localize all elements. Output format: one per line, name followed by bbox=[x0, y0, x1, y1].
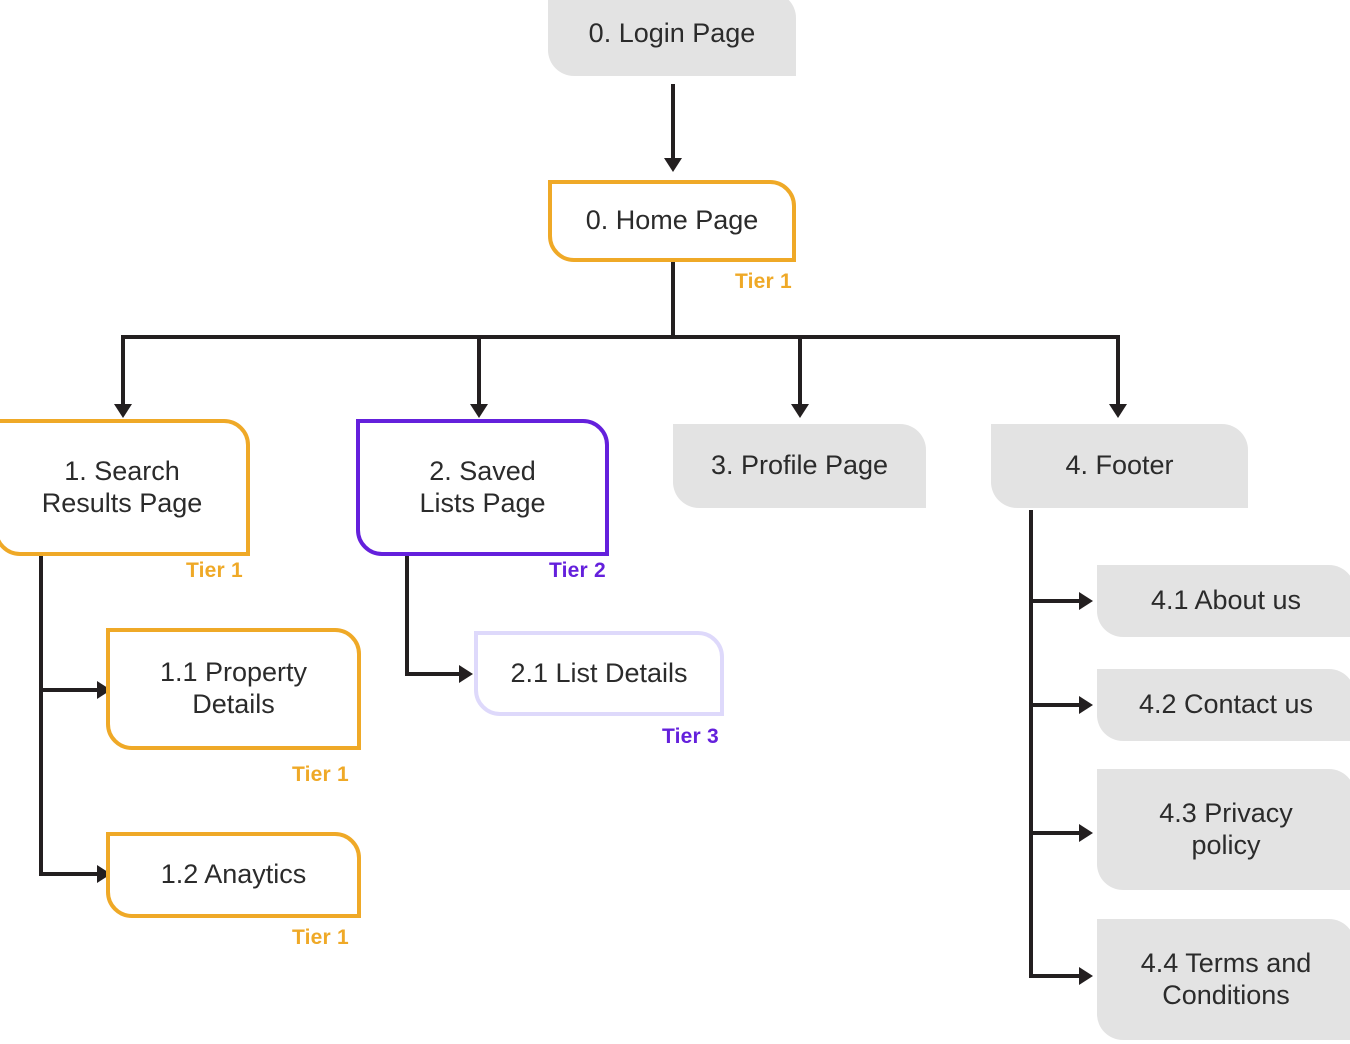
connector-home-stem bbox=[671, 262, 675, 339]
connector-bus-to-footer bbox=[1116, 335, 1120, 408]
node-about-us[interactable]: 4.1 About us bbox=[1097, 565, 1350, 637]
node-privacy-policy[interactable]: 4.3 Privacy policy bbox=[1097, 769, 1350, 890]
node-saved-lists-page-label: 2. Saved Lists Page bbox=[419, 455, 546, 518]
connector-bus-to-profile bbox=[798, 335, 802, 408]
connector-bus-to-saved bbox=[477, 335, 481, 408]
connector-footer-spine bbox=[1029, 510, 1033, 978]
node-login-page-label: 0. Login Page bbox=[588, 18, 756, 49]
tier-label-property-details: Tier 1 bbox=[292, 763, 349, 786]
node-terms-conditions-label: 4.4 Terms and Conditions bbox=[1140, 947, 1312, 1010]
node-list-details[interactable]: 2.1 List Details bbox=[474, 631, 724, 716]
arrow-footer-to-contact bbox=[1079, 696, 1093, 714]
arrow-login-to-home bbox=[664, 158, 682, 172]
tier-label-analytics: Tier 1 bbox=[292, 926, 349, 949]
node-analytics-label: 1.2 Anaytics bbox=[160, 859, 307, 890]
connector-search-spine bbox=[39, 556, 43, 876]
connector-footer-to-privacy bbox=[1029, 831, 1085, 835]
node-footer-label: 4. Footer bbox=[1065, 450, 1174, 481]
node-property-details[interactable]: 1.1 Property Details bbox=[106, 628, 361, 750]
connector-home-bus bbox=[121, 335, 1120, 339]
node-login-page[interactable]: 0. Login Page bbox=[548, 0, 796, 76]
connector-saved-to-listdetails bbox=[405, 672, 465, 676]
arrow-saved-to-listdetails bbox=[459, 665, 473, 683]
arrow-footer-to-terms bbox=[1079, 967, 1093, 985]
connector-search-to-property bbox=[39, 688, 104, 692]
node-footer[interactable]: 4. Footer bbox=[991, 424, 1248, 508]
node-search-results-page-label: 1. Search Results Page bbox=[41, 455, 203, 518]
node-privacy-policy-label: 4.3 Privacy policy bbox=[1159, 797, 1293, 860]
arrow-bus-to-profile bbox=[791, 404, 809, 418]
node-profile-page-label: 3. Profile Page bbox=[710, 450, 889, 481]
connector-saved-spine bbox=[405, 556, 409, 676]
arrow-footer-to-about bbox=[1079, 592, 1093, 610]
node-contact-us-label: 4.2 Contact us bbox=[1138, 689, 1314, 720]
node-terms-conditions[interactable]: 4.4 Terms and Conditions bbox=[1097, 919, 1350, 1040]
node-property-details-label: 1.1 Property Details bbox=[159, 657, 308, 719]
node-list-details-label: 2.1 List Details bbox=[510, 657, 688, 688]
connector-login-to-home bbox=[671, 84, 675, 162]
arrow-bus-to-footer bbox=[1109, 404, 1127, 418]
connector-bus-to-search bbox=[121, 335, 125, 408]
connector-footer-to-contact bbox=[1029, 703, 1085, 707]
node-saved-lists-page[interactable]: 2. Saved Lists Page bbox=[356, 419, 609, 556]
arrow-bus-to-search bbox=[114, 404, 132, 418]
connector-footer-to-about bbox=[1029, 599, 1085, 603]
arrow-bus-to-saved bbox=[470, 404, 488, 418]
arrow-footer-to-privacy bbox=[1079, 824, 1093, 842]
tier-label-list-details: Tier 3 bbox=[662, 725, 719, 748]
node-analytics[interactable]: 1.2 Anaytics bbox=[106, 832, 361, 918]
tier-label-search-results: Tier 1 bbox=[186, 559, 243, 582]
tier-label-home-page: Tier 1 bbox=[735, 270, 792, 293]
connector-footer-to-terms bbox=[1029, 974, 1085, 978]
connector-search-to-analytics bbox=[39, 872, 104, 876]
node-profile-page[interactable]: 3. Profile Page bbox=[673, 424, 926, 508]
node-contact-us[interactable]: 4.2 Contact us bbox=[1097, 669, 1350, 741]
node-home-page[interactable]: 0. Home Page bbox=[548, 180, 796, 262]
node-about-us-label: 4.1 About us bbox=[1150, 585, 1302, 616]
node-search-results-page[interactable]: 1. Search Results Page bbox=[0, 419, 250, 556]
tier-label-saved-lists: Tier 2 bbox=[549, 559, 606, 582]
node-home-page-label: 0. Home Page bbox=[585, 205, 759, 236]
